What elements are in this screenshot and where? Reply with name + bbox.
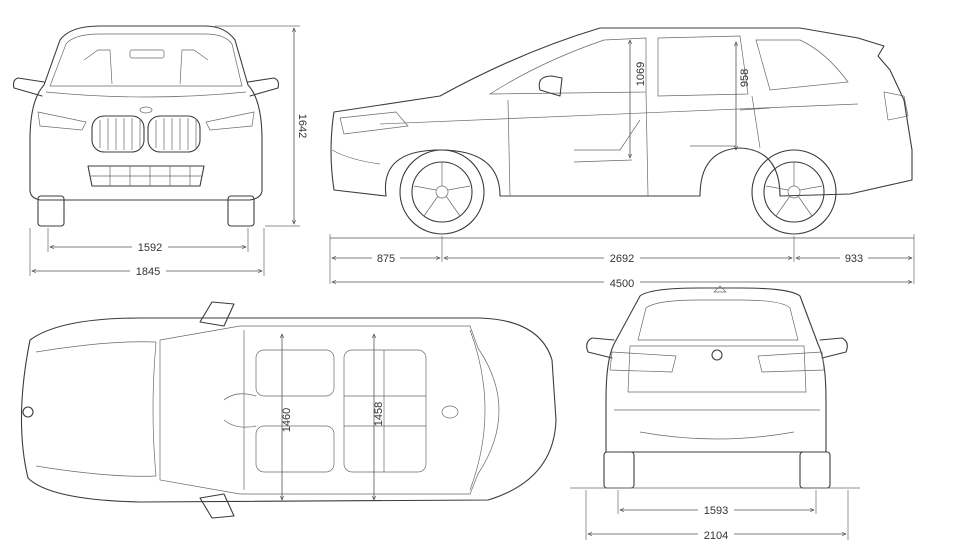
rear-overhang-label: 933 [845,253,863,265]
width-mirrors-label: 2104 [704,530,728,542]
front-headroom-label: 1069 [635,62,647,86]
front-height-label: 1642 [296,114,308,138]
rear-track-label: 1593 [704,505,728,517]
front-view: 1642 1592 1845 [12,25,308,278]
width-label: 1845 [136,266,160,278]
top-view: 1460 1458 [20,301,557,519]
front-track-label: 1592 [138,242,162,254]
front-shoulder-label: 1460 [281,408,293,432]
front-wheel [399,149,485,235]
front-overhang-label: 875 [377,253,395,265]
rear-shoulder-label: 1458 [373,402,385,426]
side-view: 1069 958 875 2692 933 4500 [329,27,915,290]
rear-view: 1593 2104 [570,285,860,542]
rear-wheel [751,149,837,235]
wheelbase-label: 2692 [610,253,634,265]
length-label: 4500 [610,278,634,290]
rear-headroom-label: 958 [739,69,751,87]
